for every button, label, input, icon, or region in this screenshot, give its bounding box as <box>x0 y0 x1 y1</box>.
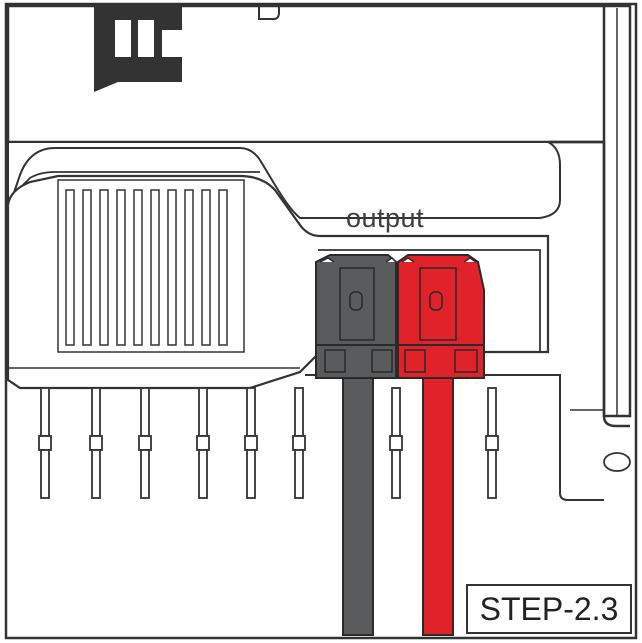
output-port-label: output <box>346 203 425 233</box>
device-body <box>7 141 561 219</box>
step-label-box: STEP-2.3 <box>466 584 632 634</box>
pin <box>389 387 403 499</box>
pin <box>485 387 499 499</box>
pin <box>38 387 52 499</box>
output-port-recess <box>305 249 631 501</box>
pin <box>138 387 152 499</box>
top-cover-panel <box>6 4 607 144</box>
pin <box>89 387 103 499</box>
pin <box>244 387 258 499</box>
pin <box>196 387 210 499</box>
black-wire-connector <box>315 254 397 636</box>
red-wire-connector <box>397 254 485 636</box>
right-side-rail <box>548 4 632 428</box>
mounting-hole <box>603 452 631 472</box>
pin <box>292 387 306 499</box>
